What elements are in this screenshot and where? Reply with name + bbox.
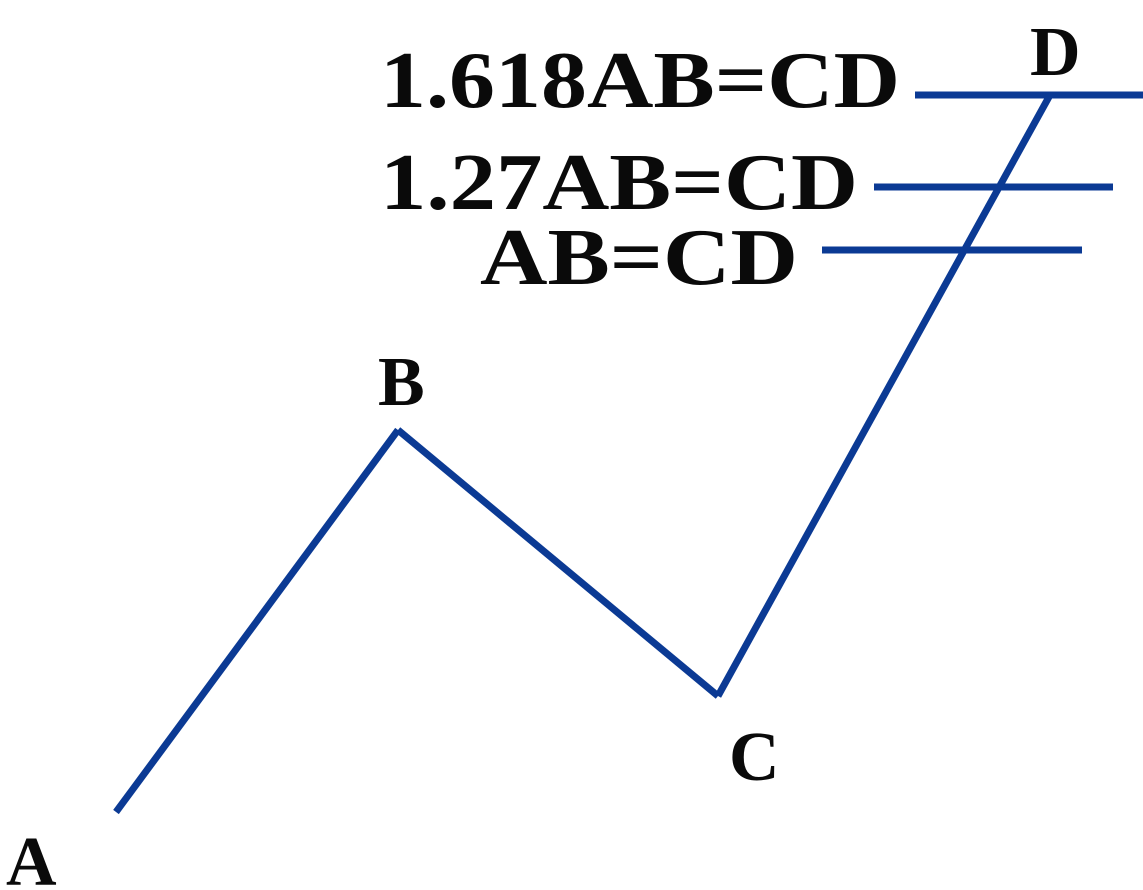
level-label-1618: 1.618AB=CD bbox=[380, 37, 900, 125]
point-label-a: A bbox=[6, 824, 57, 890]
point-label-c: C bbox=[729, 719, 780, 796]
level-label-127: 1.27AB=CD bbox=[380, 139, 858, 227]
point-label-b: B bbox=[378, 344, 425, 421]
leg-cd bbox=[714, 93, 1054, 698]
level-label-100: AB=CD bbox=[480, 214, 798, 302]
leg-ab bbox=[113, 427, 401, 815]
leg-bc bbox=[395, 427, 721, 699]
point-label-d: D bbox=[1030, 14, 1081, 91]
